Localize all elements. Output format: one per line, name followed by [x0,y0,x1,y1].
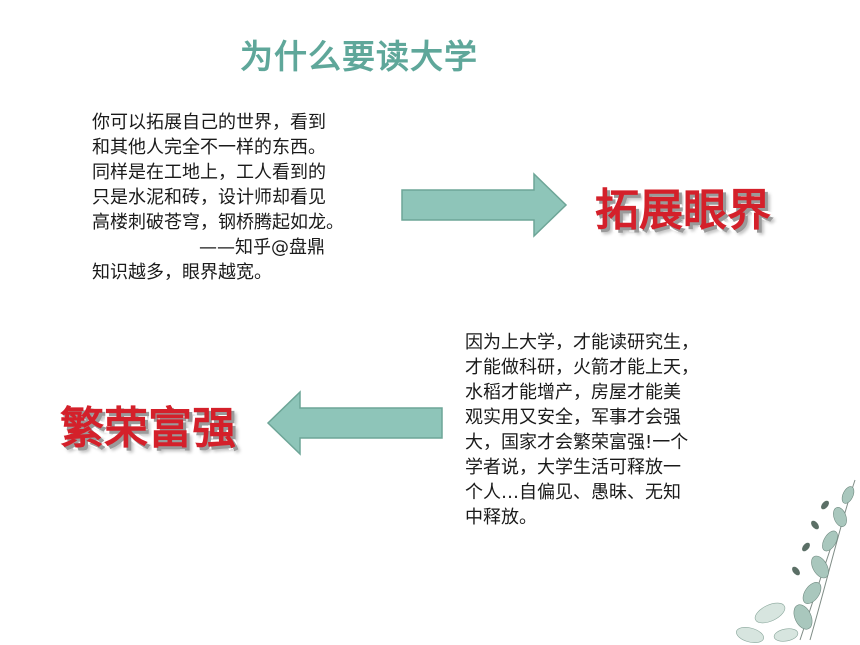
text-line: 知识越多，眼界越宽。 [92,262,272,283]
text-line: 水稻才能增产，房屋才能美 [465,382,681,403]
left-arrow-icon [266,390,443,456]
text-line: 学者说，大学生活可释放一 [465,457,681,478]
slide-title: 为什么要读大学 [240,37,478,76]
right-arrow-icon [401,172,568,238]
text-line: 个人…自偏见、愚昧、无知 [465,482,681,503]
keyword-prosperity: 繁荣富强 [60,403,236,454]
paragraph-expand-horizons: 你可以拓展自己的世界，看到 和其他人完全不一样的东西。 同样是在工地上，工人看到… [92,110,392,285]
leaf-decoration-icon [736,479,856,643]
text-line: 才能做科研，火箭才能上天， [465,357,699,378]
quote-attribution: ——知乎@盘鼎 [199,237,325,258]
text-line: 中释放。 [465,507,537,528]
text-line: 你可以拓展自己的世界，看到 [92,112,326,133]
text-line: 和其他人完全不一样的东西。 [92,137,326,158]
text-line: 只是水泥和砖，设计师却看见 [92,187,326,208]
text-line: 高楼刺破苍穹，钢桥腾起如龙。 [92,212,344,233]
keyword-expand-horizons: 拓展眼界 [595,185,771,236]
text-line: 因为上大学，才能读研究生， [465,332,699,353]
text-line: 同样是在工地上，工人看到的 [92,162,326,183]
paragraph-prosperity: 因为上大学，才能读研究生， 才能做科研，火箭才能上天， 水稻才能增产，房屋才能美… [465,330,755,530]
text-line: 观实用又安全，军事才会强 [465,407,681,428]
text-line: 大，国家才会繁荣富强!一个 [465,432,689,453]
